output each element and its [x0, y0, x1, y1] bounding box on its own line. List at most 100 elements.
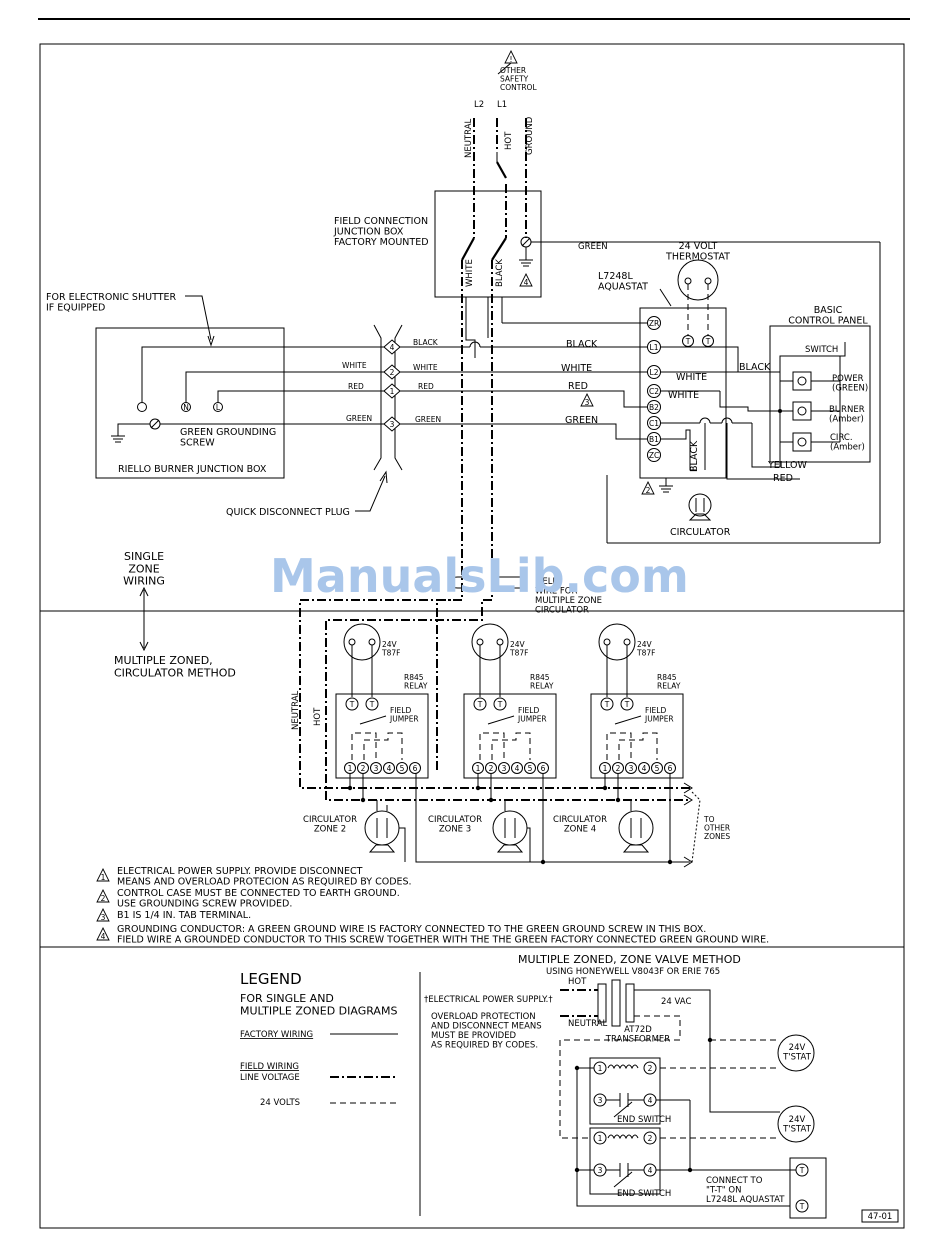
power-light-icon	[792, 371, 812, 391]
svg-text:ZR: ZR	[649, 319, 659, 328]
terminal-shutter	[137, 402, 147, 412]
legend-field-label: FIELD WIRING	[240, 1062, 299, 1072]
svg-text:1: 1	[598, 1064, 603, 1073]
legend-line-voltage-label: LINE VOLTAGE	[240, 1073, 300, 1083]
diagram-frame	[39, 43, 905, 1229]
svg-text:4: 4	[390, 343, 395, 352]
svg-text:T: T	[477, 700, 483, 709]
aquastat-terminals: ZR L1 L2 C2 B2 C1 B1 ZC	[647, 316, 661, 462]
transformer-icon	[597, 979, 635, 1027]
plug-left-green: GREEN	[346, 414, 372, 423]
circulator-zone-2-icon	[364, 800, 406, 862]
junction-white-label: WHITE	[465, 259, 475, 287]
svg-text:6: 6	[413, 764, 418, 773]
wire-red-label: RED	[568, 381, 588, 392]
svg-text:3: 3	[502, 764, 507, 773]
multi-zone-label: MULTIPLE ZONED,CIRCULATOR METHOD	[114, 654, 236, 679]
hot-label: HOT	[504, 131, 514, 150]
quick-disconnect-plug: 4 2 1 3	[373, 324, 403, 471]
zone-valve-hot: HOT	[568, 977, 587, 987]
svg-text:1: 1	[598, 1134, 603, 1143]
svg-text:2: 2	[361, 764, 366, 773]
watermark: ManualsLib.com	[270, 549, 689, 603]
svg-text:4: 4	[101, 932, 106, 941]
plug-right-red: RED	[418, 382, 434, 391]
terminal-l-label: L	[216, 403, 221, 412]
page-code-box	[861, 1209, 899, 1223]
power-light-label: POWER(GREEN)	[832, 374, 868, 394]
junction-green-label: GREEN	[578, 242, 608, 252]
note-2-marker-icon: 2	[641, 481, 655, 495]
control-panel-box	[769, 325, 871, 463]
end-switch-label-2: END SWITCH	[617, 1189, 671, 1199]
zone-valve-2: 1 2 3 4 END SWITCH	[589, 1127, 671, 1199]
svg-text:T: T	[604, 700, 610, 709]
svg-text:6: 6	[541, 764, 546, 773]
tt-terminal-2	[795, 1199, 809, 1213]
end-switch-label-1: END SWITCH	[617, 1115, 671, 1125]
svg-text:4: 4	[515, 764, 520, 773]
zone-valve-1: 1 2 3 4 END SWITCH	[589, 1057, 671, 1125]
circ-light-label: CIRC.(Amber)	[830, 433, 865, 453]
svg-text:B1 IS 1/4 IN. TAB TERMINAL.: B1 IS 1/4 IN. TAB TERMINAL.	[117, 910, 251, 921]
note-3-marker-icon: 3	[580, 393, 594, 407]
plug-left-red: RED	[348, 382, 364, 391]
svg-text:2: 2	[390, 368, 395, 377]
tstat-2-icon	[777, 1105, 815, 1143]
svg-text:1: 1	[603, 764, 608, 773]
legend-24v-label: 24 VOLTS	[260, 1098, 300, 1108]
svg-text:T: T	[799, 1166, 805, 1175]
terminal-n-label: N	[183, 403, 189, 412]
svg-text:2: 2	[616, 764, 621, 773]
circ-light-icon	[792, 432, 812, 452]
svg-text:4: 4	[524, 278, 529, 287]
svg-text:WHITE: WHITE	[668, 390, 699, 401]
svg-text:2: 2	[101, 894, 106, 903]
wire-white-label: WHITE	[561, 363, 592, 374]
svg-text:L2: L2	[650, 368, 659, 377]
aquastat-tt-box	[789, 1157, 827, 1219]
multi-hot-label: HOT	[313, 707, 323, 726]
svg-text:L1: L1	[650, 343, 659, 352]
panel-switch-label: SWITCH	[805, 345, 838, 355]
svg-text:2: 2	[648, 1134, 653, 1143]
circulator-zone-3-icon	[492, 800, 531, 862]
riello-title: RIELLO BURNER JUNCTION BOX	[118, 464, 267, 475]
svg-text:3: 3	[390, 420, 395, 429]
circulator-icon	[688, 493, 712, 517]
svg-text:1: 1	[101, 873, 106, 882]
multi-neutral-label: NEUTRAL	[291, 690, 301, 730]
plug-right-white: WHITE	[413, 363, 438, 372]
svg-text:3: 3	[598, 1096, 603, 1105]
l1-label: L1	[497, 100, 507, 110]
zone-valve-subtitle: USING HONEYWELL V8043F OR ERIE 765	[546, 967, 720, 977]
svg-text:3: 3	[101, 913, 106, 922]
note-3: 3 B1 IS 1/4 IN. TAB TERMINAL.	[96, 908, 251, 922]
svg-text:1: 1	[390, 387, 395, 396]
note-4: 4 GROUNDING CONDUCTOR: A GREEN GROUND WI…	[96, 924, 769, 946]
plug-right-green: GREEN	[415, 415, 441, 424]
svg-text:5: 5	[400, 764, 405, 773]
yellow-label: YELLOW	[767, 460, 808, 471]
zone-valve-title: MULTIPLE ZONED, ZONE VALVE METHOD	[518, 953, 741, 966]
plug-left-white: WHITE	[342, 361, 367, 370]
aquastat-white-label: WHITE	[676, 372, 707, 383]
note-4-marker-icon: 4	[519, 273, 533, 287]
svg-text:1: 1	[348, 764, 353, 773]
